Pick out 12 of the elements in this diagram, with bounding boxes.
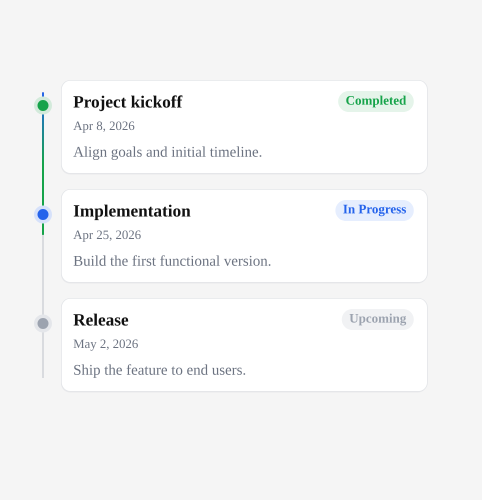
description: Align goals and initial timeline. — [73, 146, 262, 160]
card-title: Project kickoff — [74, 95, 182, 112]
date-label: Apr 25, 2026 — [73, 230, 141, 242]
card-title: Implementation — [74, 204, 190, 220]
description: Build the first functional version. — [74, 255, 270, 266]
description: Ship the feature to end users. — [74, 364, 246, 378]
status-badge: Completed — [338, 91, 414, 112]
status-badge: Upcoming — [342, 309, 414, 330]
card-title: Release — [74, 314, 128, 326]
status-badge: In Progress — [335, 200, 414, 221]
date-label: Apr 8, 2026 — [73, 121, 134, 133]
date-label: May 2, 2026 — [74, 339, 138, 351]
